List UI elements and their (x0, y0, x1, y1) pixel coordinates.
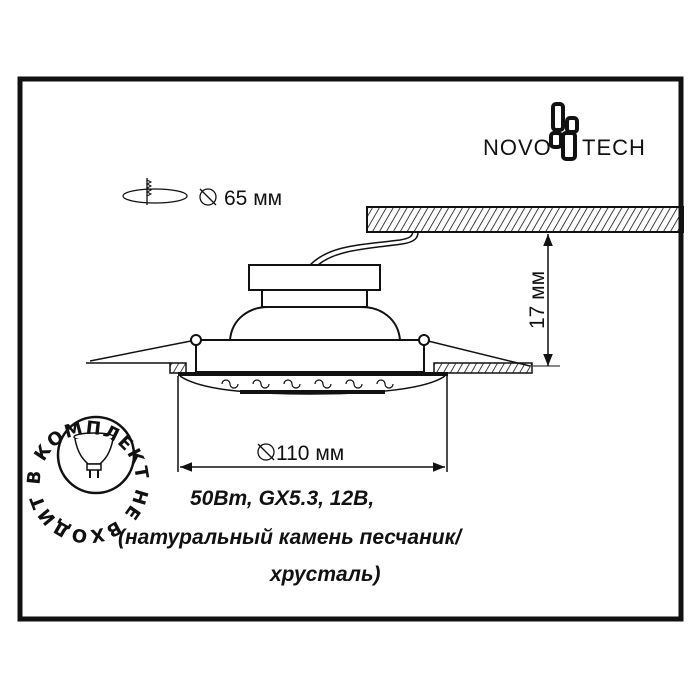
mr16-bulb-icon (73, 432, 115, 478)
height-label: 17 мм (526, 271, 549, 329)
diameter-icon (199, 188, 217, 206)
drill-hole-icon (122, 178, 188, 205)
cutout-diameter-label: 65 мм (224, 187, 282, 210)
spec-material: (натуральный камень песчаник/ (118, 526, 462, 549)
ceiling (366, 206, 684, 233)
frame-border (17, 76, 684, 622)
fixture (86, 264, 533, 395)
svg-text:NOVO: NOVO (483, 135, 552, 160)
diameter-label: 110 мм (276, 442, 344, 465)
spec-power-socket: 50Вт, GX5.3, 12В, (190, 487, 375, 510)
spec-material-cont: хрусталь) (270, 563, 381, 586)
svg-text:TECH: TECH (582, 135, 646, 160)
novotech-logo: NOVO TECH (483, 102, 646, 161)
diameter-icon (257, 443, 275, 461)
cable (309, 231, 414, 266)
